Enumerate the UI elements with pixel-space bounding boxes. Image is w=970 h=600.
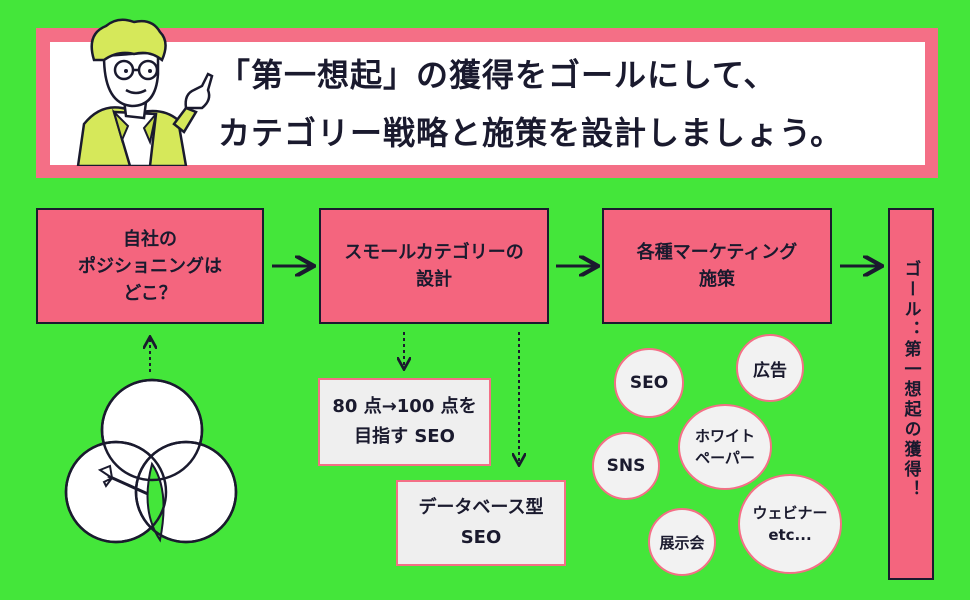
tactic-whitepaper: ホワイト ペーパー <box>678 404 772 490</box>
tactic-sns: SNS <box>592 432 660 500</box>
step-small-category-design: スモールカテゴリーの 設計 <box>319 208 549 324</box>
tactic-webinar: ウェビナー etc... <box>738 474 842 574</box>
seo-80-to-100-box: 80 点→100 点を 目指す SEO <box>318 378 491 466</box>
tactic-seo: SEO <box>614 348 684 418</box>
banner-heading: 「第一想起」の獲得をゴールにして、 カテゴリー戦略と施策を設計しましょう。 <box>218 46 918 162</box>
step-marketing-tactics: 各種マーケティング 施策 <box>602 208 832 324</box>
pointing-character-illustration <box>76 18 214 166</box>
tactic-exhibition: 展示会 <box>648 508 716 576</box>
dart-icon <box>97 464 149 496</box>
banner-line-1: 「第一想起」の獲得をゴールにして、 <box>218 56 777 94</box>
database-seo-box: データベース型 SEO <box>396 480 566 566</box>
goal-label: ゴール：第一想起の獲得！ <box>900 260 921 500</box>
tactic-advertising: 広告 <box>736 334 804 402</box>
step-positioning: 自社の ポジショニングは どこ？ <box>36 208 264 324</box>
goal-first-recall: ゴール：第一想起の獲得！ <box>888 208 934 580</box>
venn-diagram-icon <box>64 378 238 544</box>
banner-line-2: カテゴリー戦略と施策を設計しましょう。 <box>218 114 844 152</box>
